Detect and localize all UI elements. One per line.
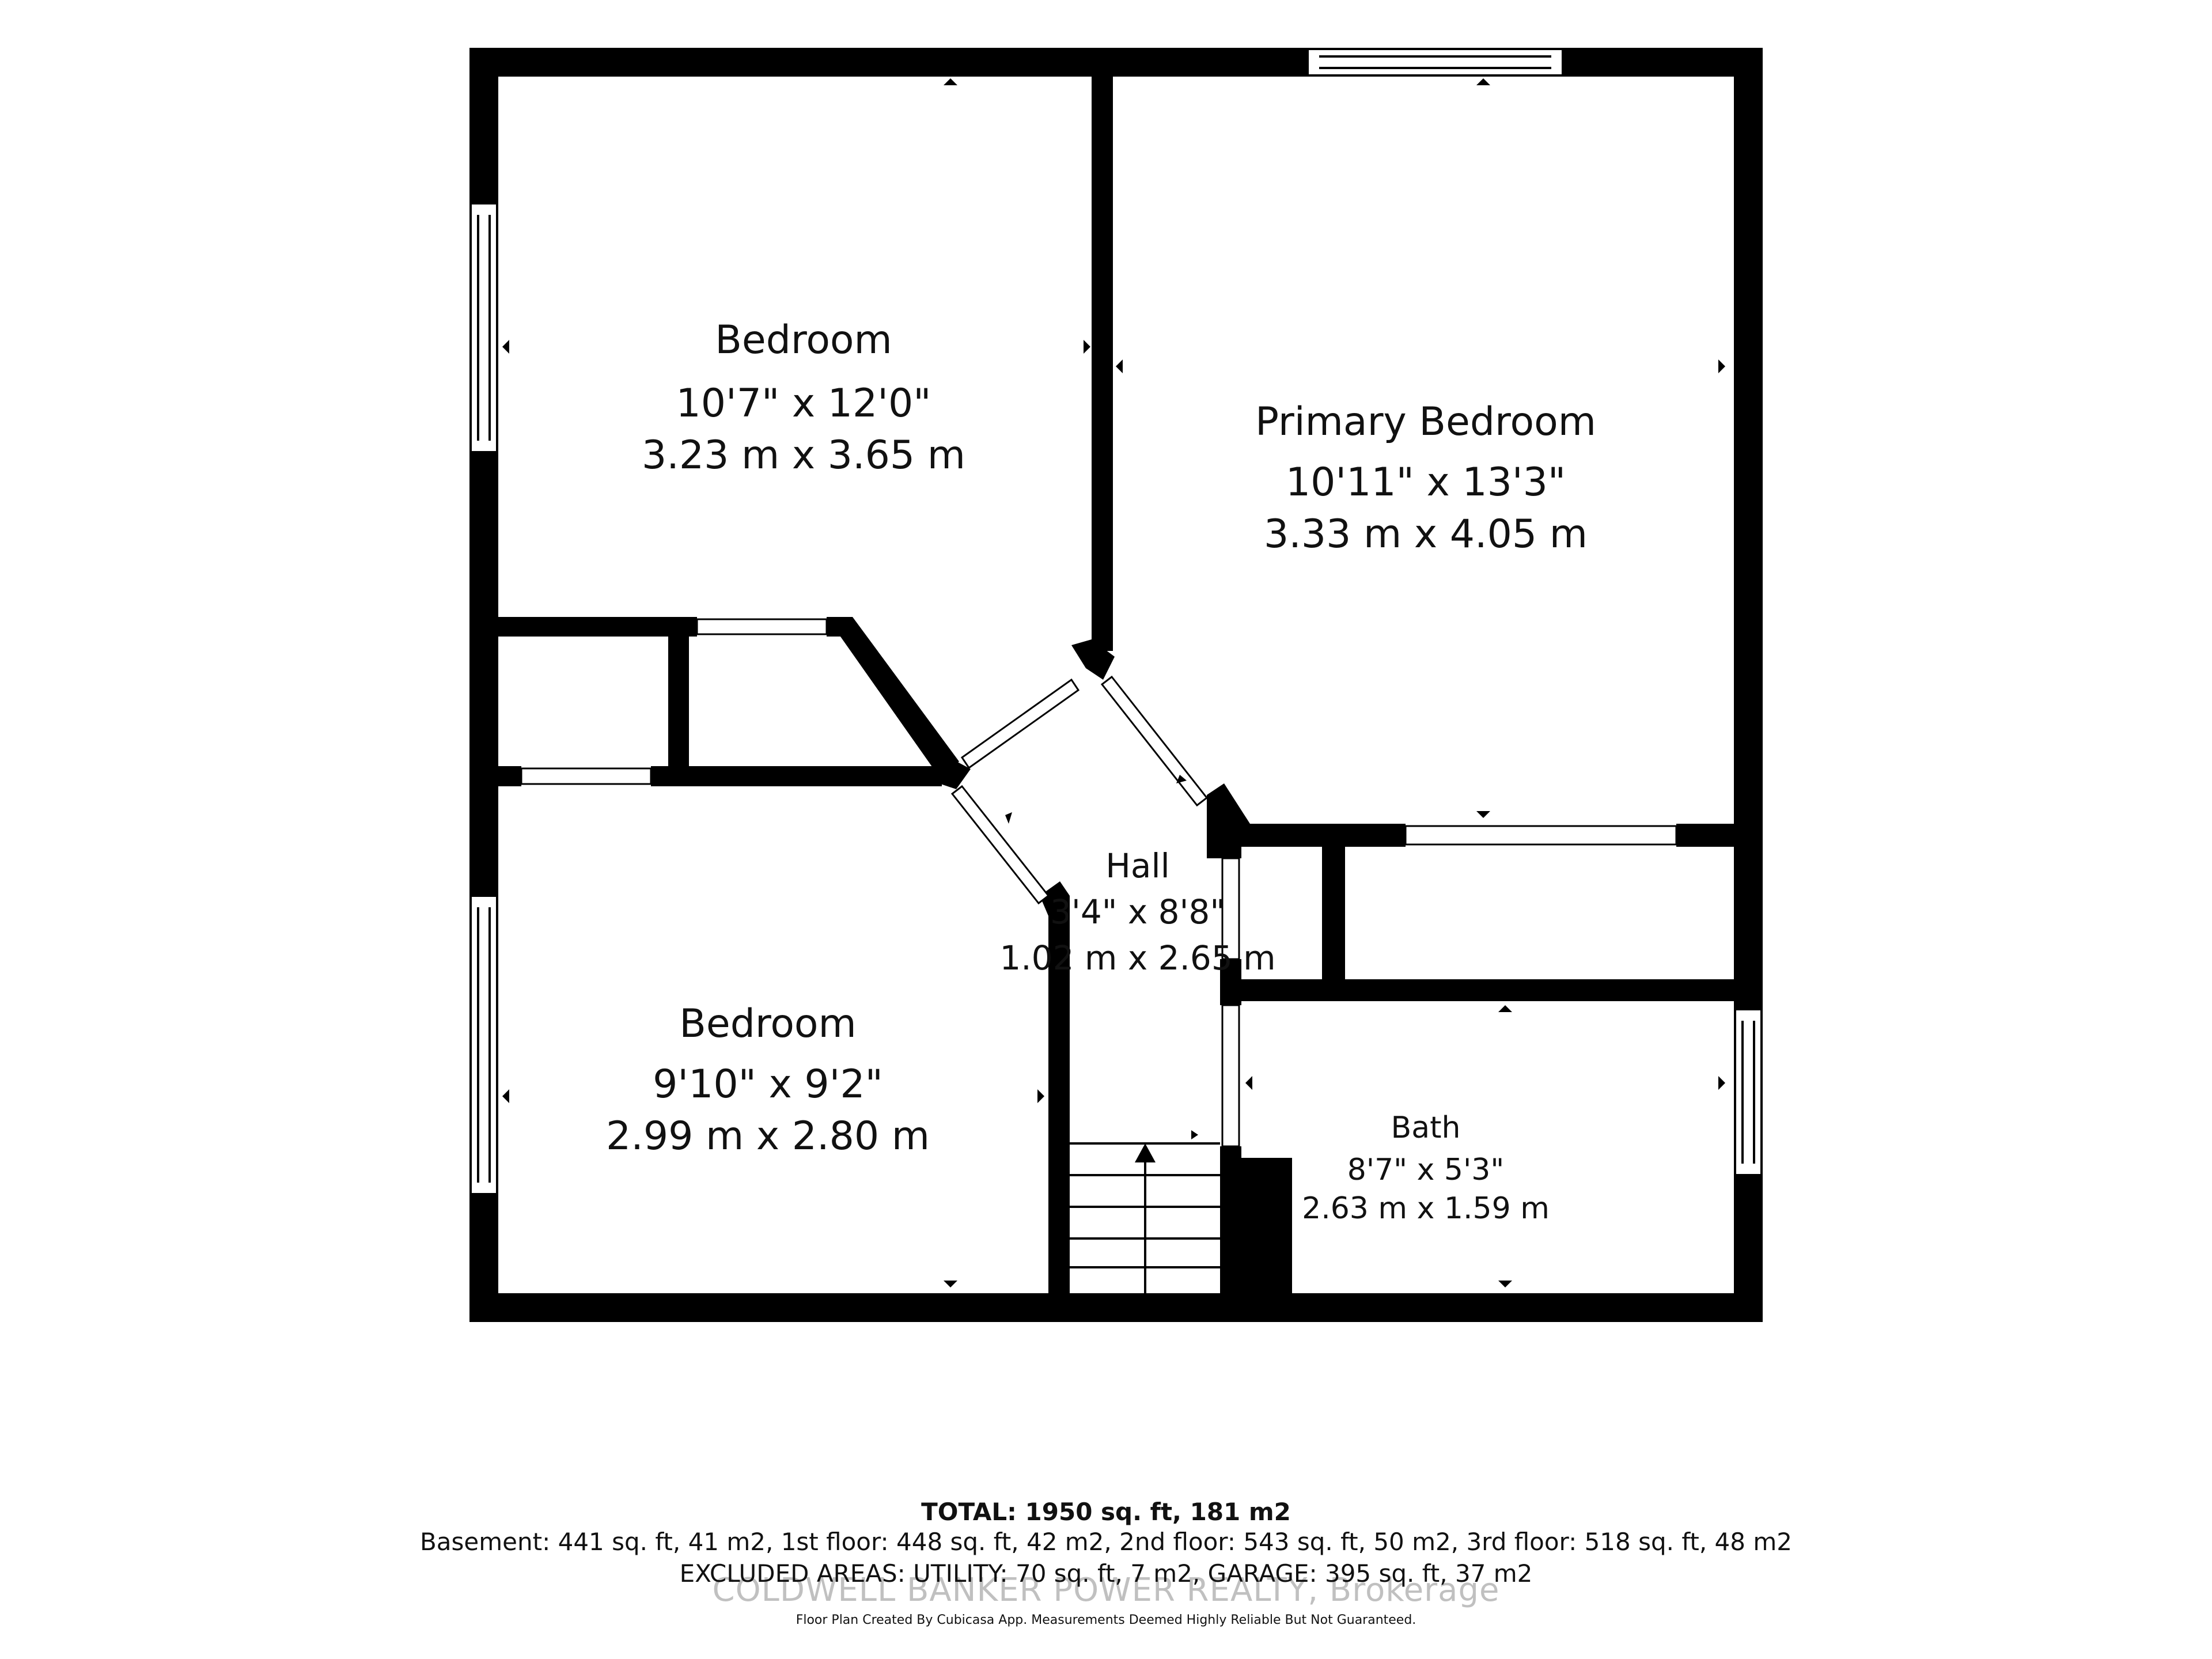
opening-hall-utility [1221, 857, 1240, 960]
wall-hall-corner-right [1207, 783, 1250, 858]
wall-closet-bottom-right [651, 766, 942, 786]
opening-closet-bottom [520, 767, 652, 785]
window-east-bath [1734, 1008, 1763, 1176]
room-dimensions-imperial: 3'4" x 8'8" [1050, 892, 1225, 931]
wall-primary-bottom-left [1224, 824, 1406, 847]
interior-walls [498, 75, 1734, 1296]
brokerage-watermark: COLDWELL BANKER POWER REALTY, Brokerage [712, 1571, 1500, 1609]
footer-total-area: TOTAL: 1950 sq. ft, 181 m2 [921, 1498, 1291, 1526]
windows [469, 48, 1763, 1195]
window-north-primary [1306, 48, 1564, 77]
room-name: Bath [1391, 1111, 1461, 1145]
room-dimensions-imperial: 8'7" x 5'3" [1347, 1153, 1505, 1187]
wall-bath-block [1220, 1158, 1292, 1296]
door-hall-primary [1100, 675, 1209, 807]
stair-arrow-icon [1135, 1143, 1156, 1162]
stairs [1070, 1142, 1220, 1293]
room-label-bedroom-2: Bedroom 9'10" x 9'2" 2.99 m x 2.80 m [606, 1001, 930, 1159]
wall-stair-corner [1040, 881, 1070, 916]
opening-primary-closet [1404, 825, 1677, 846]
room-name: Bedroom [679, 1001, 857, 1047]
wall-hall-corner-top [1071, 639, 1115, 680]
room-name: Bedroom [715, 317, 892, 363]
footer-excluded-areas: EXCLUDED AREAS: UTILITY: 70 sq. ft, 7 m2… [679, 1559, 1533, 1588]
room-label-hall: Hall 3'4" x 8'8" 1.02 m x 2.65 m [999, 846, 1275, 978]
door-openings [520, 618, 1677, 1147]
room-label-bedroom-1: Bedroom 10'7" x 12'0" 3.23 m x 3.65 m [642, 317, 965, 478]
wall-bedroom1-primary [1092, 75, 1113, 651]
opening-closet-top [696, 618, 828, 635]
footer-disclaimer: Floor Plan Created By Cubicasa App. Meas… [796, 1613, 1416, 1627]
wall-hall-east-mid [1220, 959, 1241, 1005]
room-dimensions-metric: 3.23 m x 3.65 m [642, 433, 965, 478]
room-dimensions-metric: 2.99 m x 2.80 m [606, 1113, 930, 1159]
room-dimensions-imperial: 10'7" x 12'0" [676, 381, 931, 426]
door-hall-bedroom1 [960, 678, 1080, 770]
wall-closet-divider [668, 634, 689, 777]
wall-closet-top-left [498, 617, 697, 637]
wall-stair-west [1048, 896, 1070, 1296]
door-hall-bedroom2 [950, 785, 1050, 905]
room-dimensions-metric: 1.02 m x 2.65 m [999, 938, 1275, 978]
room-name: Hall [1105, 846, 1169, 885]
wall-hall-corner-left [933, 749, 971, 789]
room-dimensions-metric: 2.63 m x 1.59 m [1302, 1191, 1550, 1226]
wall-closet-bottom-left [498, 766, 521, 786]
room-dimensions-imperial: 10'11" x 13'3" [1286, 460, 1566, 505]
room-label-primary-bedroom: Primary Bedroom 10'11" x 13'3" 3.33 m x … [1255, 399, 1596, 557]
wall-primary-bottom-right [1676, 824, 1734, 847]
window-west-bedroom-2 [469, 895, 498, 1195]
window-west-bedroom-1 [469, 202, 498, 453]
wall-closet-diagonal [827, 617, 959, 777]
wall-bath-top [1224, 979, 1734, 1001]
room-name: Primary Bedroom [1255, 399, 1596, 445]
footer-floor-areas: Basement: 441 sq. ft, 41 m2, 1st floor: … [419, 1528, 1792, 1556]
room-dimensions-metric: 3.33 m x 4.05 m [1264, 512, 1588, 557]
wall-north [469, 48, 1763, 77]
door-hall-bath [1221, 1004, 1240, 1147]
wall-hall-east-upper [1220, 830, 1241, 858]
wall-south [469, 1293, 1763, 1322]
room-dimensions-imperial: 9'10" x 9'2" [653, 1062, 883, 1107]
room-label-bath: Bath 8'7" x 5'3" 2.63 m x 1.59 m [1302, 1111, 1550, 1226]
dimension-markers [502, 78, 1725, 1287]
wall-utility-divider [1322, 844, 1345, 983]
